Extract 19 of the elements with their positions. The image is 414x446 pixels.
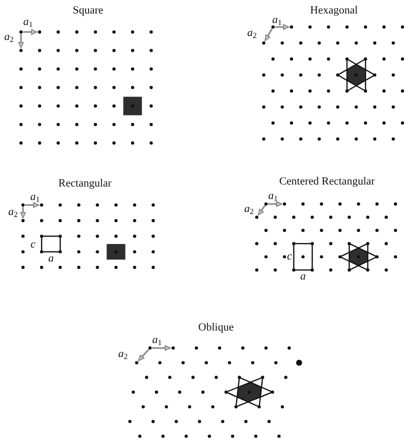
vector-label: a$_{1}$ [268,191,278,203]
vector-label: a$_{2}$ [247,28,257,40]
vector-label: a$_{1}$ [272,15,282,27]
side-label: c [30,240,36,250]
panel-title: Oblique [198,322,234,334]
vector-label: a$_{2}$ [8,207,18,219]
vector-label: a$_{1}$ [152,335,162,347]
vector-label: a$_{2}$ [244,204,254,216]
panel-title: Rectangular [58,178,112,190]
side-label: a [300,272,306,282]
panel-title: Square [72,6,104,16]
vector-label: a$_{2}$ [4,32,14,44]
side-label: c [287,252,292,262]
side-label: a [48,254,54,264]
panel-title: Centered Rectangular [279,176,375,188]
vector-label: a$_{2}$ [118,349,128,361]
vector-label: a$_{1}$ [30,192,40,204]
vector-label: a$_{1}$ [23,17,33,29]
panel-title: Hexagonal [310,6,358,16]
